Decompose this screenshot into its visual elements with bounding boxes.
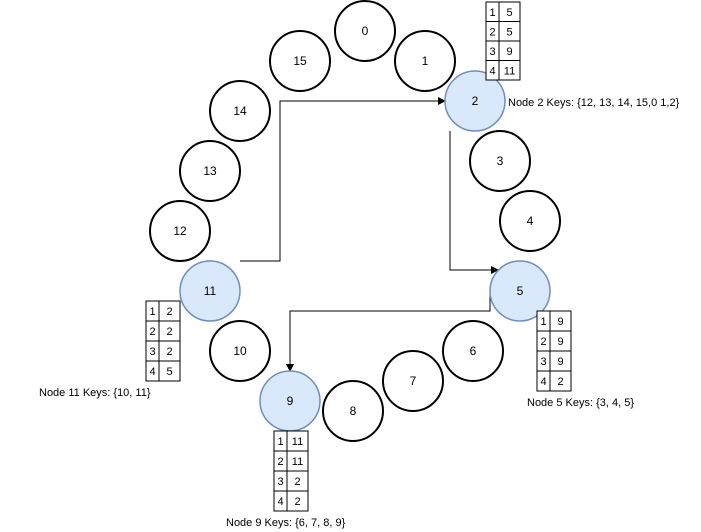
finger-table-index: 4 xyxy=(489,65,495,77)
finger-table-successor: 5 xyxy=(506,7,512,19)
ring-node-5-circle xyxy=(489,260,551,322)
ring-node-7-circle xyxy=(382,350,444,412)
ring-node-15-label: 15 xyxy=(293,54,307,68)
ring-node-0-circle xyxy=(334,0,396,62)
finger-table-successor: 2 xyxy=(294,476,300,488)
key-labels: Node 2 Keys: {12, 13, 14, 15,0 1,2} Node … xyxy=(39,97,680,529)
finger-table-index: 2 xyxy=(277,456,283,468)
ring-node-10-circle xyxy=(209,320,271,382)
key-label-node5: Node 5 Keys: {3, 4, 5} xyxy=(527,397,634,409)
finger-table-index: 2 xyxy=(489,26,495,38)
ring-node-1-circle xyxy=(394,30,456,92)
finger-table-successor: 9 xyxy=(506,46,512,58)
ring-node-6-label: 6 xyxy=(470,344,477,358)
lookup-edge-11-to-2 xyxy=(240,97,446,262)
ring-node-6-circle xyxy=(442,320,504,382)
ring-node-7: 7 xyxy=(382,350,444,412)
finger-table-successor: 9 xyxy=(557,336,563,348)
finger-table-successor: 2 xyxy=(557,376,563,388)
finger-table-index: 3 xyxy=(540,356,546,368)
ring-node-5: 5 xyxy=(489,260,551,322)
finger-table-successor: 2 xyxy=(166,346,172,358)
ring-node-7-label: 7 xyxy=(410,374,417,388)
ring-node-1-label: 1 xyxy=(422,54,429,68)
ring-node-14-circle xyxy=(209,80,271,142)
finger-table-successor: 11 xyxy=(504,65,515,77)
ring-node-12-circle xyxy=(149,200,211,262)
finger-table-index: 1 xyxy=(540,316,546,328)
ring-node-12-label: 12 xyxy=(173,224,187,238)
finger-table-index: 3 xyxy=(489,46,495,58)
ring-node-11: 11 xyxy=(179,260,241,322)
ring-node-6: 6 xyxy=(442,320,504,382)
ring-node-9-label: 9 xyxy=(287,394,294,408)
finger-table-index: 1 xyxy=(277,436,283,448)
finger-table-index: 3 xyxy=(149,346,155,358)
lookup-edge-5-to-9 xyxy=(286,291,491,372)
ring-node-11-circle xyxy=(179,260,241,322)
finger-table-successor: 11 xyxy=(292,456,303,468)
ring-node-9: 9 xyxy=(259,370,321,432)
ring-node-3-label: 3 xyxy=(497,154,504,168)
ring-node-15: 15 xyxy=(269,30,331,92)
ring-node-4: 4 xyxy=(499,190,561,252)
ring-node-8: 8 xyxy=(322,380,384,442)
key-label-node9: Node 9 Keys: {6, 7, 8, 9} xyxy=(226,517,346,529)
ring-node-0: 0 xyxy=(334,0,396,62)
ring-node-2-label: 2 xyxy=(472,94,479,108)
ring-node-3-circle xyxy=(469,130,531,192)
ring-node-15-circle xyxy=(269,30,331,92)
ring-node-4-label: 4 xyxy=(527,214,534,228)
ring-node-13-circle xyxy=(179,140,241,202)
finger-table-index: 4 xyxy=(149,366,155,378)
finger-table-index: 1 xyxy=(149,306,155,318)
ring-node-5-label: 5 xyxy=(517,284,524,298)
lookup-edge-2-to-5 xyxy=(449,131,499,274)
finger-table-successor: 5 xyxy=(506,26,512,38)
finger-table-index: 4 xyxy=(540,376,546,388)
finger-table-successor: 2 xyxy=(294,496,300,508)
finger-table-successor: 9 xyxy=(557,316,563,328)
ring-node-2: 2 xyxy=(444,70,506,132)
ring-node-1: 1 xyxy=(394,30,456,92)
ring-node-10: 10 xyxy=(209,320,271,382)
ring-node-14: 14 xyxy=(209,80,271,142)
finger-table-index: 2 xyxy=(149,326,155,338)
ring-node-13-label: 13 xyxy=(203,164,217,178)
ring-node-2-circle xyxy=(444,70,506,132)
ring-node-10-label: 10 xyxy=(233,344,247,358)
finger-table-index: 2 xyxy=(540,336,546,348)
ring-node-8-label: 8 xyxy=(350,404,357,418)
finger-table-index: 1 xyxy=(489,7,495,19)
ring-node-8-circle xyxy=(322,380,384,442)
key-label-node2: Node 2 Keys: {12, 13, 14, 15,0 1,2} xyxy=(508,97,680,109)
finger-table-successor: 9 xyxy=(557,356,563,368)
finger-table-index: 4 xyxy=(277,496,283,508)
key-label-node11: Node 11 Keys: {10, 11} xyxy=(39,387,151,399)
ring-node-12: 12 xyxy=(149,200,211,262)
finger-table-successor: 5 xyxy=(166,366,172,378)
lookup-edges xyxy=(240,97,499,372)
ring-node-4-circle xyxy=(499,190,561,252)
ring-node-14-label: 14 xyxy=(233,104,247,118)
finger-table-successor: 2 xyxy=(166,326,172,338)
ring-node-3: 3 xyxy=(469,130,531,192)
ring-node-13: 13 xyxy=(179,140,241,202)
ring-node-0-label: 0 xyxy=(362,24,369,38)
finger-table-successor: 2 xyxy=(166,306,172,318)
ring-node-11-label: 11 xyxy=(204,284,217,298)
finger-table-successor: 11 xyxy=(292,436,303,448)
finger-table-index: 3 xyxy=(277,476,283,488)
